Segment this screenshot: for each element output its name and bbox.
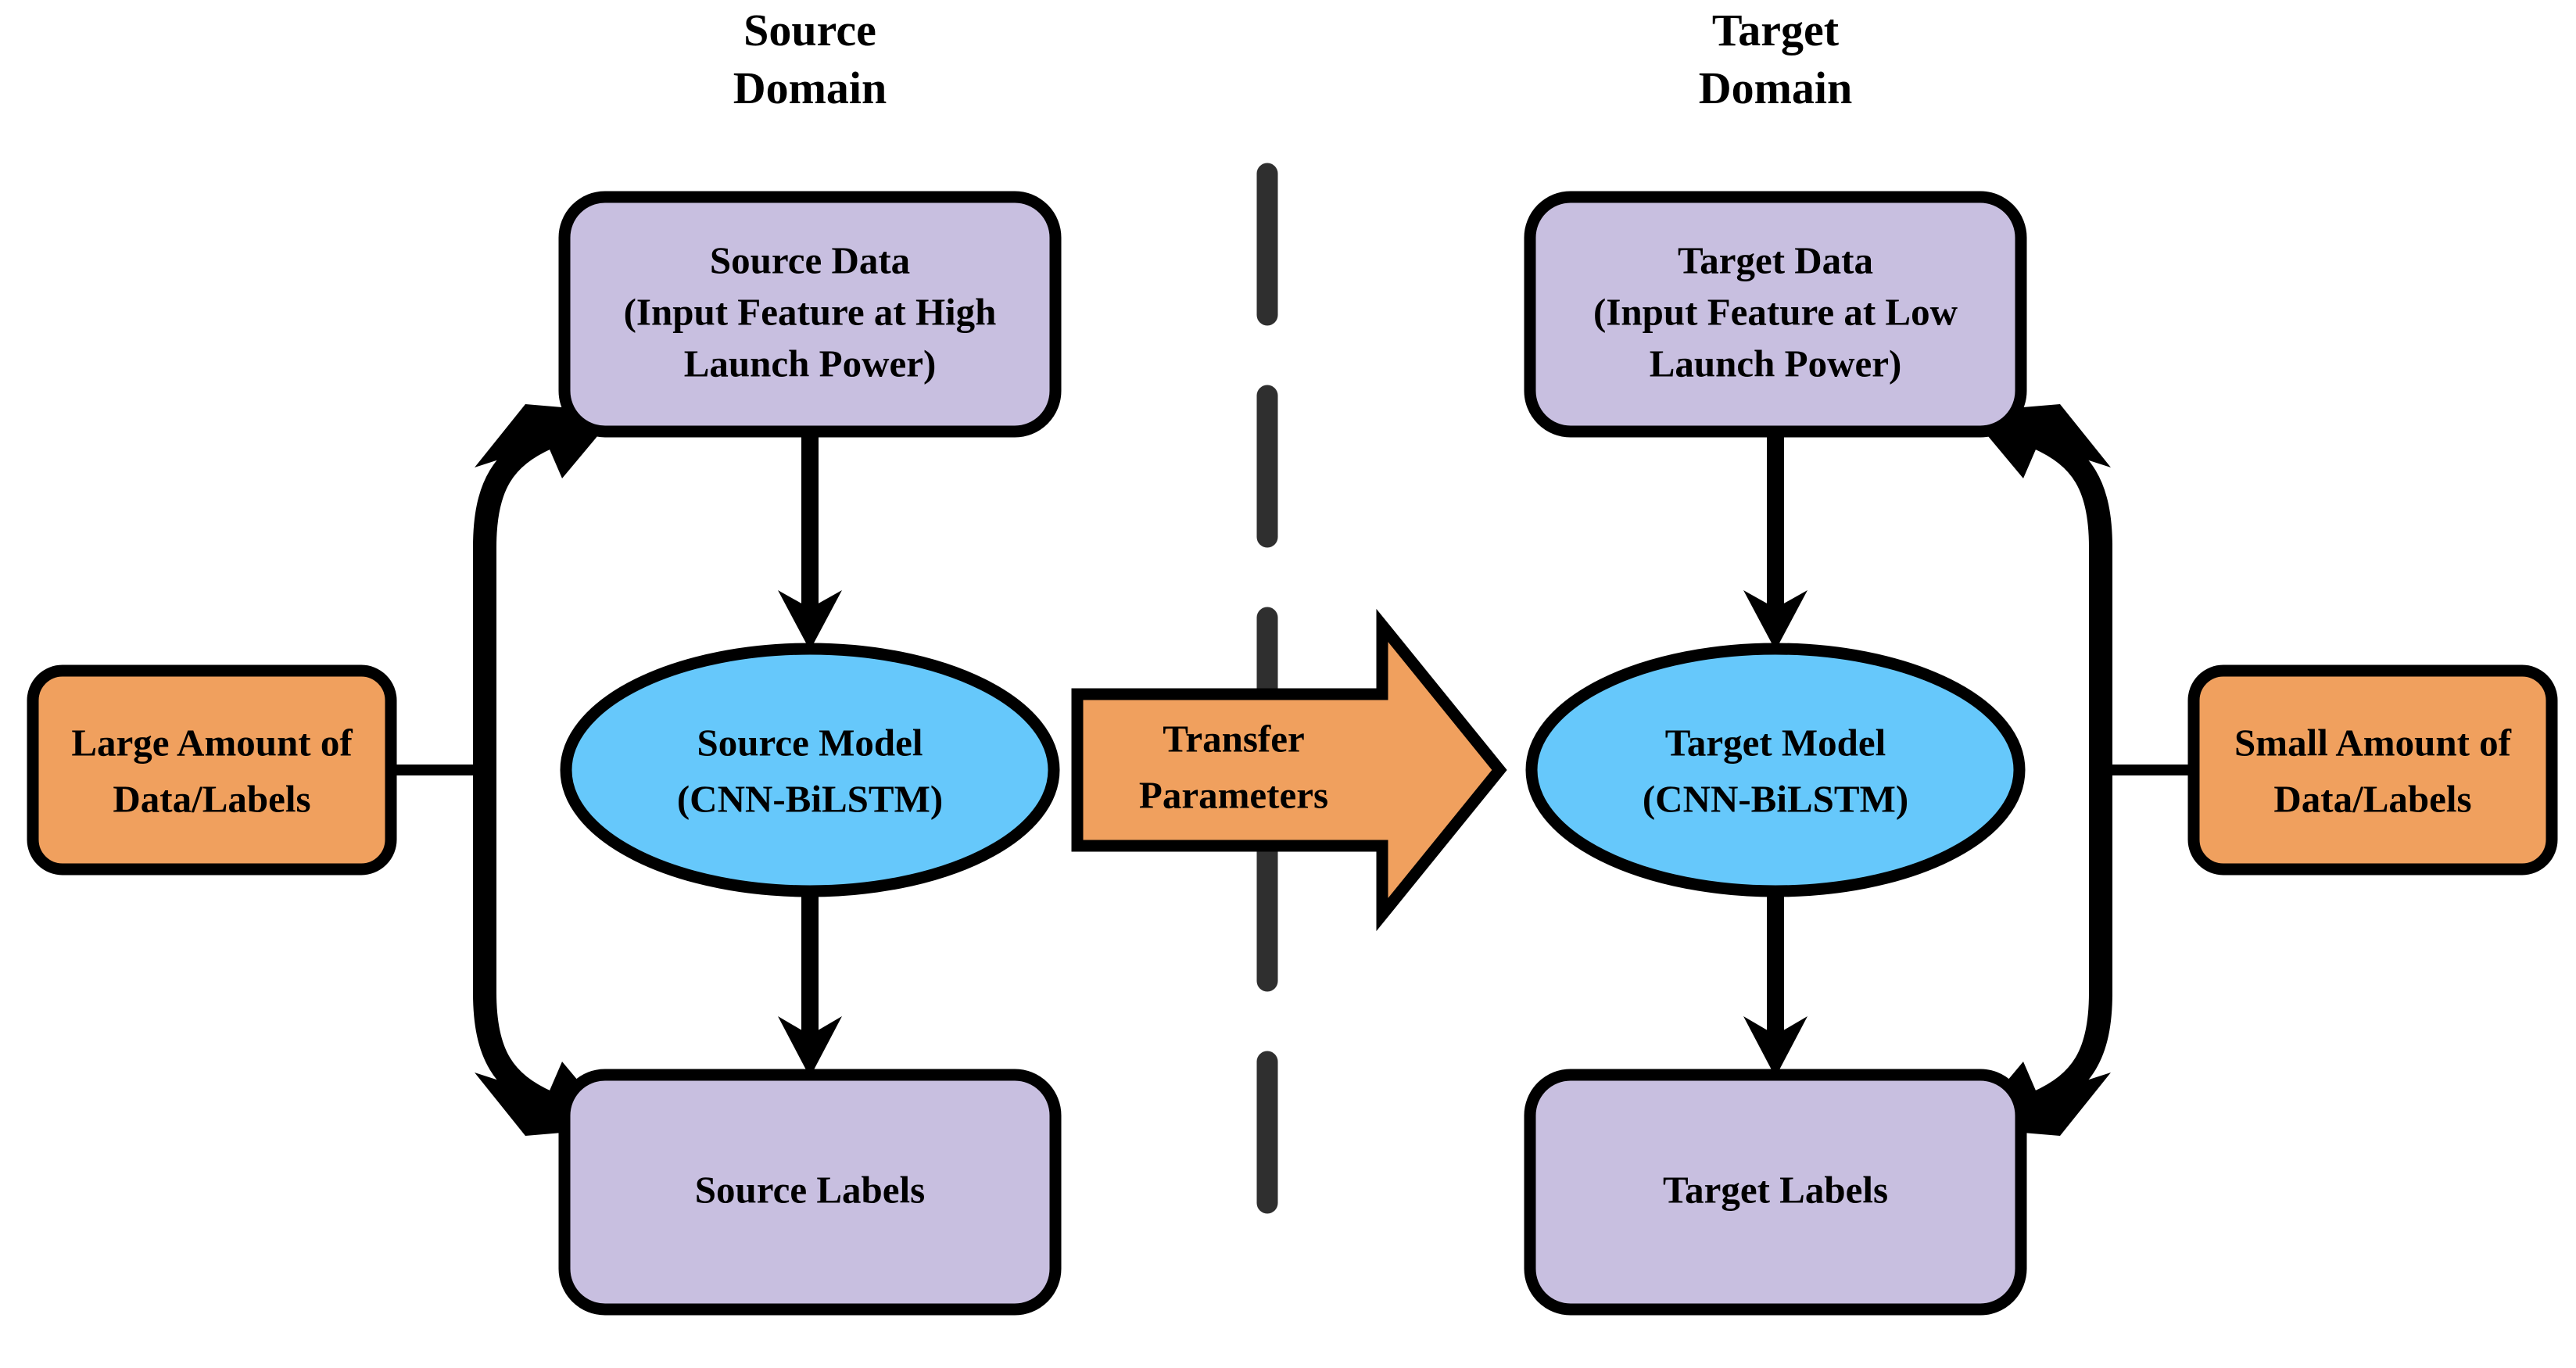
source-data-box-shape[interactable] bbox=[558, 191, 1062, 438]
transfer-parameters-arrow[interactable]: Transfer Parameters bbox=[1071, 608, 1507, 932]
target-domain-heading-line2: Domain bbox=[1699, 63, 1853, 113]
target-data-box-shape[interactable] bbox=[1524, 191, 2027, 438]
target-model-line1: Target Model bbox=[1665, 721, 1886, 764]
target-model-ellipse-shape[interactable] bbox=[1525, 643, 2026, 897]
target-data-box-line1: Target Data bbox=[1678, 238, 1873, 281]
large-amount-line2: Data/Labels bbox=[113, 777, 310, 820]
target-labels-box[interactable]: Target Labels bbox=[1524, 1069, 2027, 1316]
target-data-box-line3: Launch Power) bbox=[1650, 342, 1902, 385]
large-amount-line1: Large Amount of bbox=[71, 721, 353, 764]
source-data-box-line2: (Input Feature at High bbox=[624, 290, 997, 333]
target-data-to-model-arrow bbox=[1743, 432, 1807, 650]
source-model-ellipse[interactable]: Source Model (CNN-BiLSTM) bbox=[560, 643, 1060, 897]
small-amount-box-shape[interactable] bbox=[2187, 664, 2558, 876]
source-domain-heading: Source Domain bbox=[733, 5, 887, 113]
source-labels-box-shape[interactable] bbox=[558, 1069, 1062, 1316]
target-labels-box-shape[interactable] bbox=[1524, 1069, 2027, 1316]
target-labels-line1: Target Labels bbox=[1663, 1168, 1888, 1211]
large-amount-box-shape[interactable] bbox=[27, 664, 397, 876]
target-data-box-line2: (Input Feature at Low bbox=[1593, 290, 1958, 333]
source-data-to-model-arrow bbox=[778, 432, 842, 650]
target-model-to-labels-arrow bbox=[1743, 874, 1807, 1077]
source-data-box-line3: Launch Power) bbox=[684, 342, 937, 385]
arrow-head-down bbox=[1743, 590, 1807, 650]
transfer-arrow-line2: Parameters bbox=[1139, 773, 1328, 816]
source-model-ellipse-shape[interactable] bbox=[560, 643, 1060, 897]
target-domain-heading: Target Domain bbox=[1699, 5, 1853, 113]
source-model-to-labels-arrow bbox=[778, 874, 842, 1077]
small-amount-box[interactable]: Small Amount of Data/Labels bbox=[2187, 664, 2558, 876]
source-labels-line1: Source Labels bbox=[695, 1168, 925, 1211]
small-amount-line2: Data/Labels bbox=[2273, 777, 2471, 820]
arrow-head-down bbox=[778, 590, 842, 650]
source-data-box-line1: Source Data bbox=[710, 238, 910, 281]
transfer-arrow-line1: Transfer bbox=[1163, 717, 1304, 760]
transfer-arrow-shape[interactable] bbox=[1071, 608, 1507, 932]
large-amount-box[interactable]: Large Amount of Data/Labels bbox=[27, 664, 397, 876]
source-domain-heading-line2: Domain bbox=[733, 63, 887, 113]
small-amount-line1: Small Amount of bbox=[2234, 721, 2512, 764]
target-model-ellipse[interactable]: Target Model (CNN-BiLSTM) bbox=[1525, 643, 2026, 897]
arrow-head-down bbox=[1743, 1016, 1807, 1077]
target-data-box[interactable]: Target Data (Input Feature at Low Launch… bbox=[1524, 191, 2027, 438]
source-model-line1: Source Model bbox=[697, 721, 923, 764]
source-domain-heading-line1: Source bbox=[743, 5, 876, 56]
source-data-box[interactable]: Source Data (Input Feature at High Launc… bbox=[558, 191, 1062, 438]
source-labels-box[interactable]: Source Labels bbox=[558, 1069, 1062, 1316]
arrow-head-down bbox=[778, 1016, 842, 1077]
target-domain-heading-line1: Target bbox=[1712, 5, 1840, 56]
target-model-line2: (CNN-BiLSTM) bbox=[1643, 777, 1908, 820]
source-model-line2: (CNN-BiLSTM) bbox=[677, 777, 943, 820]
